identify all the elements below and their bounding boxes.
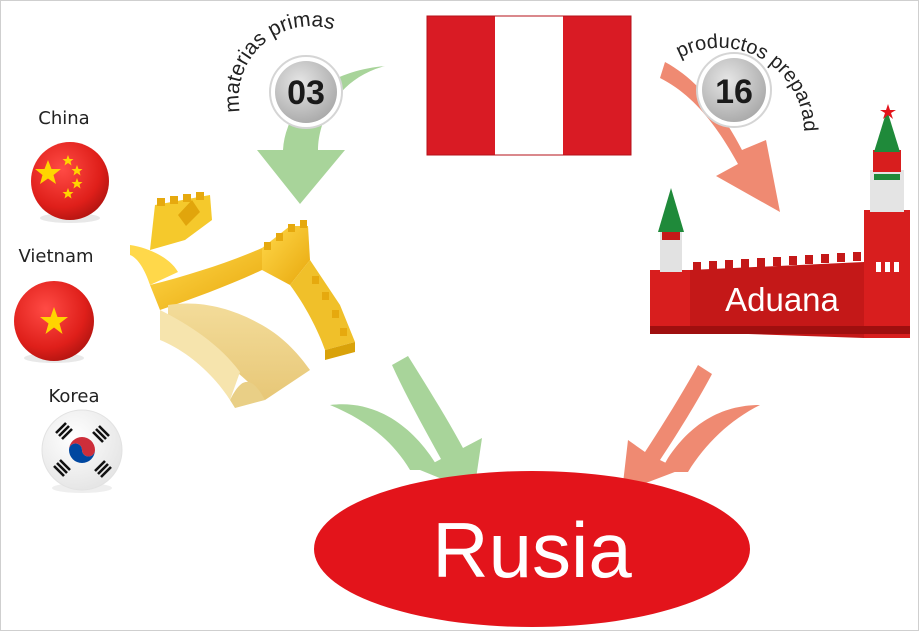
prepared-products-label: productos preparados <box>0 0 821 132</box>
korea-flag-icon <box>41 409 123 493</box>
russia-destination: Rusia <box>314 471 750 627</box>
customs-label: Aduana <box>725 281 839 318</box>
raw-materials-badge: 03 <box>269 55 343 129</box>
peru-flag-icon <box>426 15 632 156</box>
china-flag-icon <box>31 142 109 223</box>
raw-materials-count: 03 <box>287 74 325 112</box>
kremlin-icon: Aduana <box>650 104 910 338</box>
prepared-products-badge: 16 <box>696 52 772 128</box>
prepared-products-arrow-bottom <box>622 365 760 492</box>
great-wall-icon <box>130 192 355 408</box>
country-label-korea: Korea <box>48 386 99 407</box>
prepared-products-arrow-top <box>660 62 780 212</box>
vietnam-flag-icon <box>14 281 94 363</box>
raw-materials-arrow-bottom <box>330 356 482 492</box>
prepared-products-count: 16 <box>715 73 753 111</box>
country-label-china: China <box>38 108 89 129</box>
raw-materials-arrow-top <box>257 66 385 204</box>
country-label-vietnam: Vietnam <box>18 246 93 267</box>
destination-label: Rusia <box>432 506 632 594</box>
